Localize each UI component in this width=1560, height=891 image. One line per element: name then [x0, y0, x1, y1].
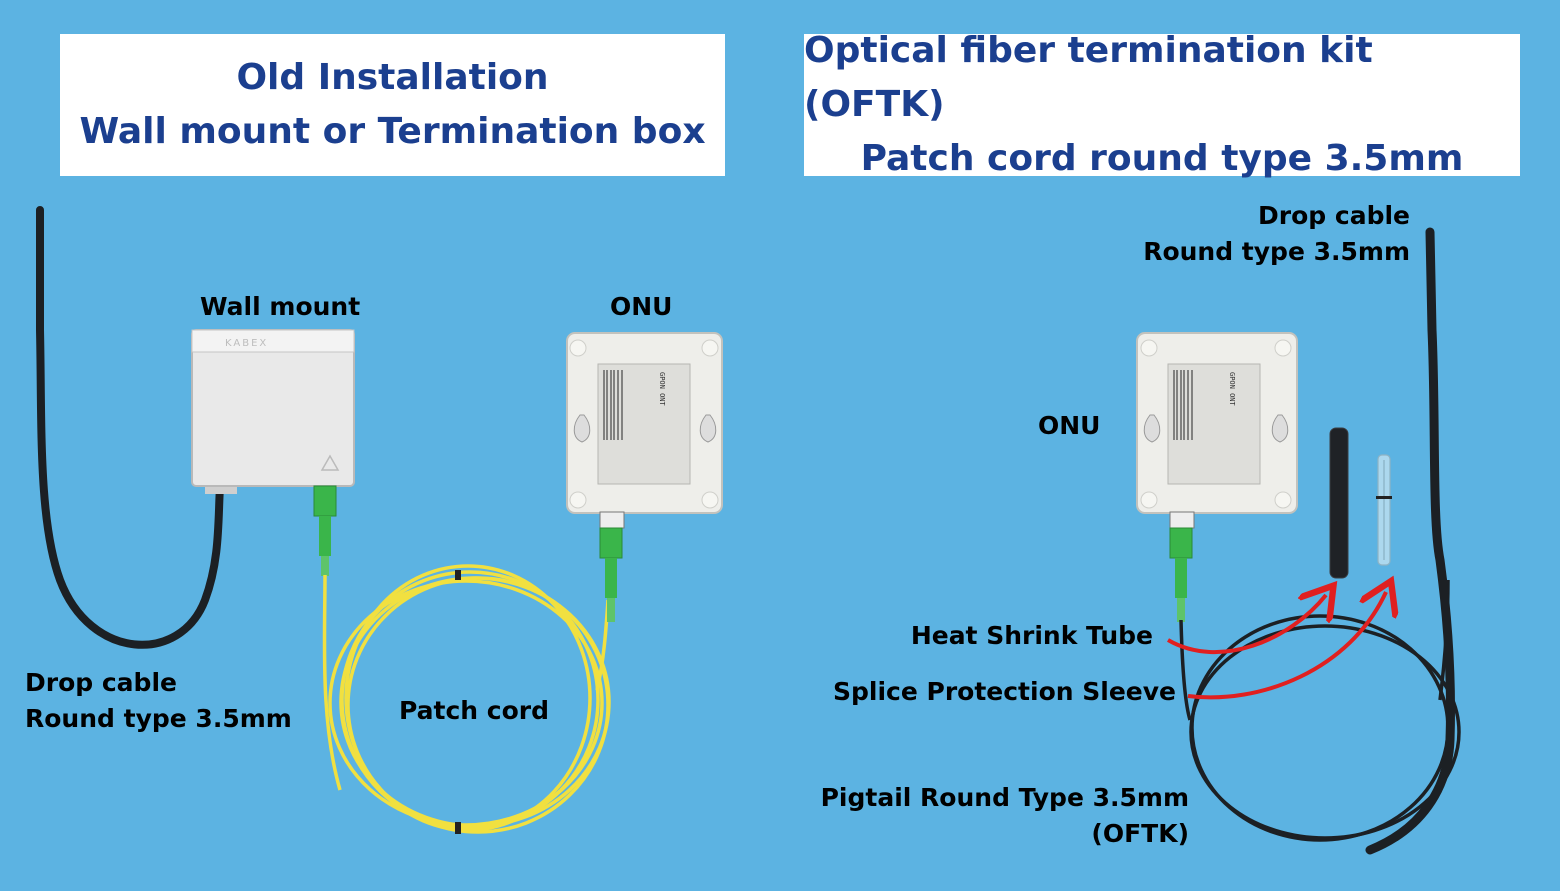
pigtail-cable — [1179, 579, 1461, 842]
left-onu-connector — [599, 527, 623, 622]
right-onu-sticker: GPON ONT — [1228, 372, 1236, 407]
wall-mount-brand: KABEX — [225, 338, 268, 349]
right-onu-barcode — [1173, 370, 1193, 440]
splice-protection-sleeve — [1376, 454, 1392, 566]
left-onu-sticker: GPON ONT — [658, 372, 666, 407]
coil-tie-bottom — [455, 822, 461, 834]
patch-cord-coil — [322, 564, 611, 834]
left-drop-cable-line1: Drop cable — [25, 668, 177, 697]
left-onu-device: GPON ONT — [566, 332, 723, 529]
right-drop-cable-line1: Drop cable — [1258, 201, 1410, 230]
left-drop-cable-label: Drop cable Round type 3.5mm — [25, 665, 292, 737]
right-title-line1: Optical fiber termination kit (OFTK) — [804, 30, 1373, 125]
right-drop-cable-label: Drop cable Round type 3.5mm — [1130, 198, 1410, 270]
right-onu-device: GPON ONT — [1136, 332, 1298, 529]
right-title-line2: Patch cord round type 3.5mm — [860, 138, 1464, 179]
left-drop-cable — [36, 206, 224, 649]
splice-sleeve-label: Splice Protection Sleeve — [832, 677, 1176, 706]
left-title-line2: Wall mount or Termination box — [79, 111, 706, 152]
heat-shrink-tube — [1329, 427, 1349, 579]
right-drop-cable-line2: Round type 3.5mm — [1143, 237, 1410, 266]
wall-mount-box: KABEX — [191, 329, 355, 494]
right-onu-connector — [1169, 527, 1193, 622]
right-panel-title: Optical fiber termination kit (OFTK) Pat… — [804, 30, 1520, 179]
right-onu-label: ONU — [1038, 411, 1101, 440]
heat-shrink-label: Heat Shrink Tube — [910, 621, 1153, 650]
left-onu-label: ONU — [610, 292, 673, 321]
pigtail-line1: Pigtail Round Type 3.5mm — [820, 783, 1189, 812]
splice-sleeve-arrow — [1187, 592, 1386, 700]
patch-cord-label: Patch cord — [399, 696, 550, 725]
left-panel-title: Old Installation Wall mount or Terminati… — [60, 34, 725, 176]
heat-shrink-arrow — [1167, 595, 1326, 655]
right-drop-cable — [1365, 227, 1455, 855]
left-onu-barcode — [603, 370, 623, 440]
left-title-line1: Old Installation — [236, 57, 549, 98]
pigtail-line2: (OFTK) — [1091, 819, 1189, 848]
wall-mount-connector — [313, 485, 337, 576]
wall-mount-label: Wall mount — [200, 292, 361, 321]
coil-tie-top — [455, 570, 461, 580]
left-drop-cable-line2: Round type 3.5mm — [25, 704, 292, 733]
pigtail-label: Pigtail Round Type 3.5mm (OFTK) — [800, 780, 1189, 852]
